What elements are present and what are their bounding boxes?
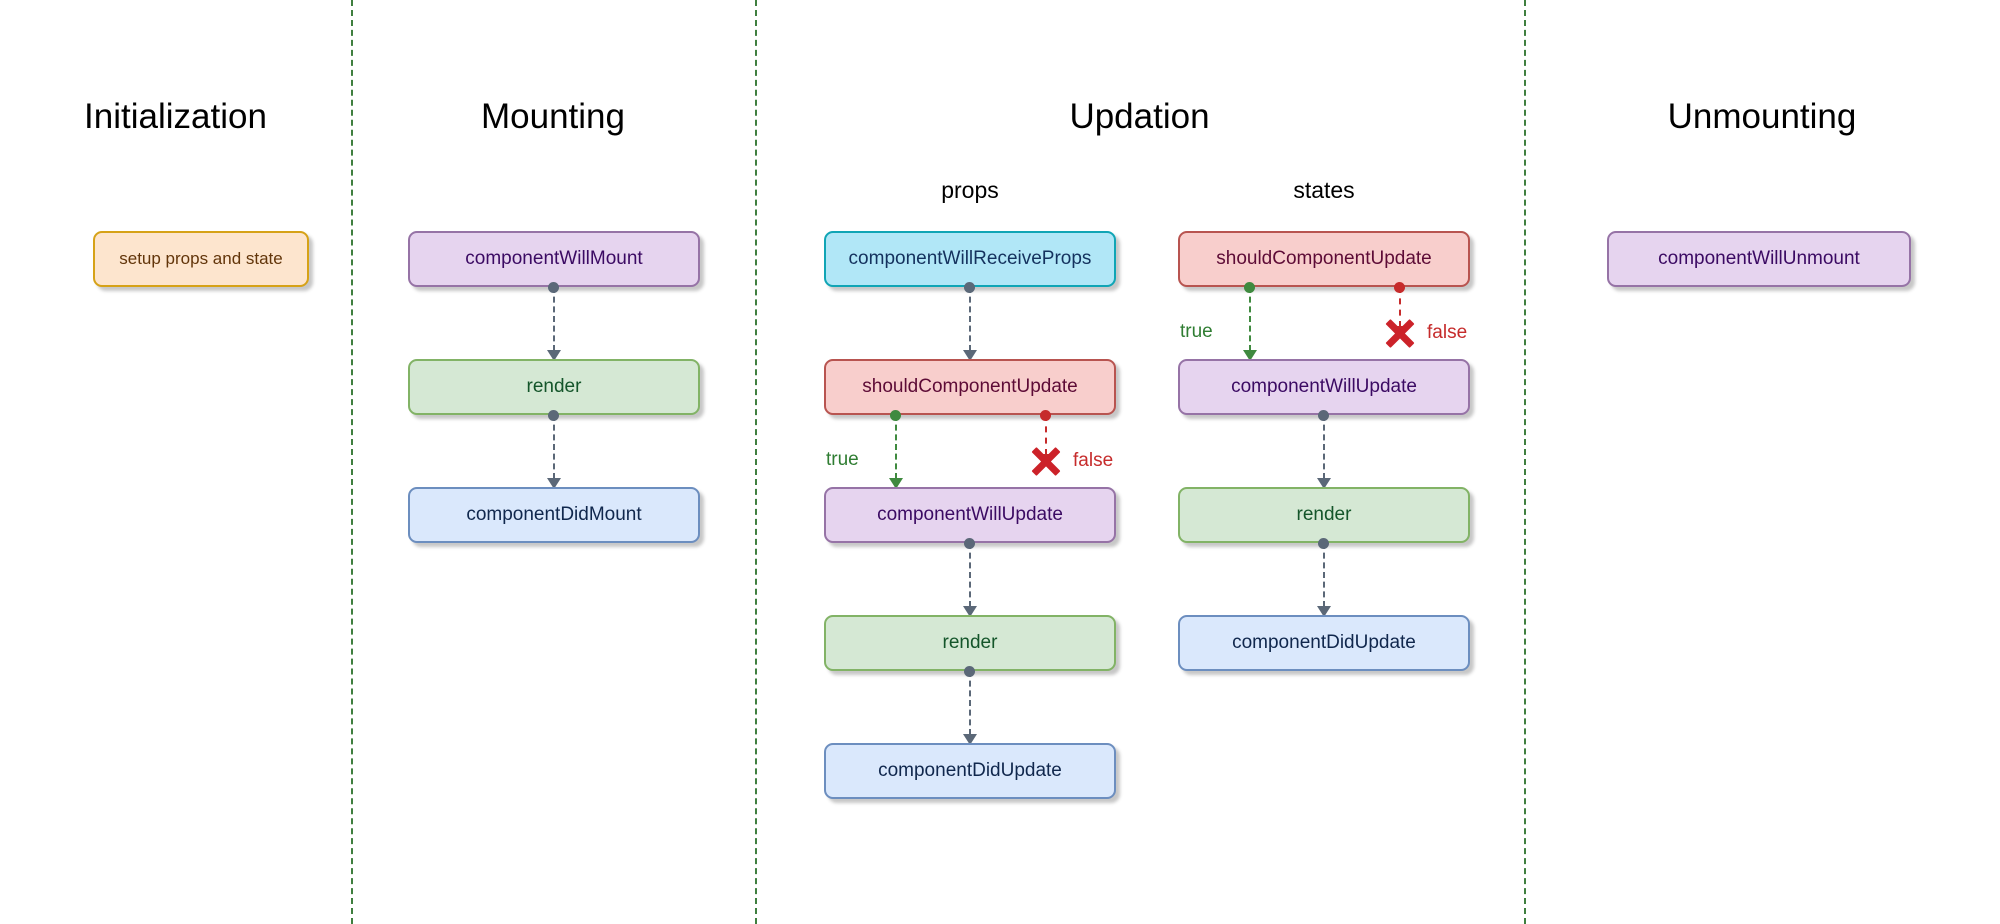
edge-arrow-head: [547, 478, 561, 489]
edge-arrow-head: [547, 350, 561, 361]
node-setup-props-and-state[interactable]: setup props and state: [93, 231, 309, 287]
branch-label-true-props: true: [826, 449, 859, 470]
node-should-component-update-props[interactable]: shouldComponentUpdate: [824, 359, 1116, 415]
edge-arrow-head: [1243, 350, 1257, 361]
edge-line: [1249, 287, 1251, 351]
branch-label-false-states: false: [1427, 322, 1468, 343]
section-title-initialization: Initialization: [84, 97, 267, 136]
node-component-will-receive-props[interactable]: componentWillReceiveProps: [824, 231, 1116, 287]
node-render-states[interactable]: render: [1178, 487, 1470, 543]
node-component-will-update-props[interactable]: componentWillUpdate: [824, 487, 1116, 543]
node-component-will-mount[interactable]: componentWillMount: [408, 231, 700, 287]
branch-label-true-states: true: [1180, 321, 1213, 342]
edge-arrow-head: [963, 606, 977, 617]
edge-line: [895, 415, 897, 479]
node-component-did-mount[interactable]: componentDidMount: [408, 487, 700, 543]
edge-arrow-head: [963, 734, 977, 745]
edge-line: [969, 671, 971, 735]
node-component-did-update-states[interactable]: componentDidUpdate: [1178, 615, 1470, 671]
node-render-props[interactable]: render: [824, 615, 1116, 671]
stop-x-icon-states: [1383, 316, 1417, 350]
edge-line: [969, 543, 971, 607]
node-render-mounting[interactable]: render: [408, 359, 700, 415]
stop-x-icon-props: [1029, 444, 1063, 478]
edge-line: [1045, 415, 1047, 455]
subsection-title-states: states: [1293, 177, 1355, 203]
edge-line: [553, 287, 555, 351]
column-divider-1: [351, 0, 353, 924]
edge-line: [1323, 543, 1325, 607]
edge-line: [969, 287, 971, 351]
edge-arrow-head: [1317, 606, 1331, 617]
edge-line: [1323, 415, 1325, 479]
column-divider-2: [755, 0, 757, 924]
node-should-component-update-states[interactable]: shouldComponentUpdate: [1178, 231, 1470, 287]
column-divider-3: [1524, 0, 1526, 924]
subsection-title-props: props: [941, 177, 999, 203]
edge-arrow-head: [889, 478, 903, 489]
edge-arrow-head: [1317, 478, 1331, 489]
edge-line: [553, 415, 555, 479]
node-component-will-update-states[interactable]: componentWillUpdate: [1178, 359, 1470, 415]
edge-arrow-head: [963, 350, 977, 361]
section-title-unmounting: Unmounting: [1667, 97, 1857, 136]
section-title-mounting: Mounting: [481, 97, 625, 136]
node-component-did-update-props[interactable]: componentDidUpdate: [824, 743, 1116, 799]
branch-label-false-props: false: [1073, 450, 1114, 471]
section-title-updation: Updation: [1069, 97, 1210, 136]
node-component-will-unmount[interactable]: componentWillUnmount: [1607, 231, 1911, 287]
edge-line: [1399, 287, 1401, 327]
